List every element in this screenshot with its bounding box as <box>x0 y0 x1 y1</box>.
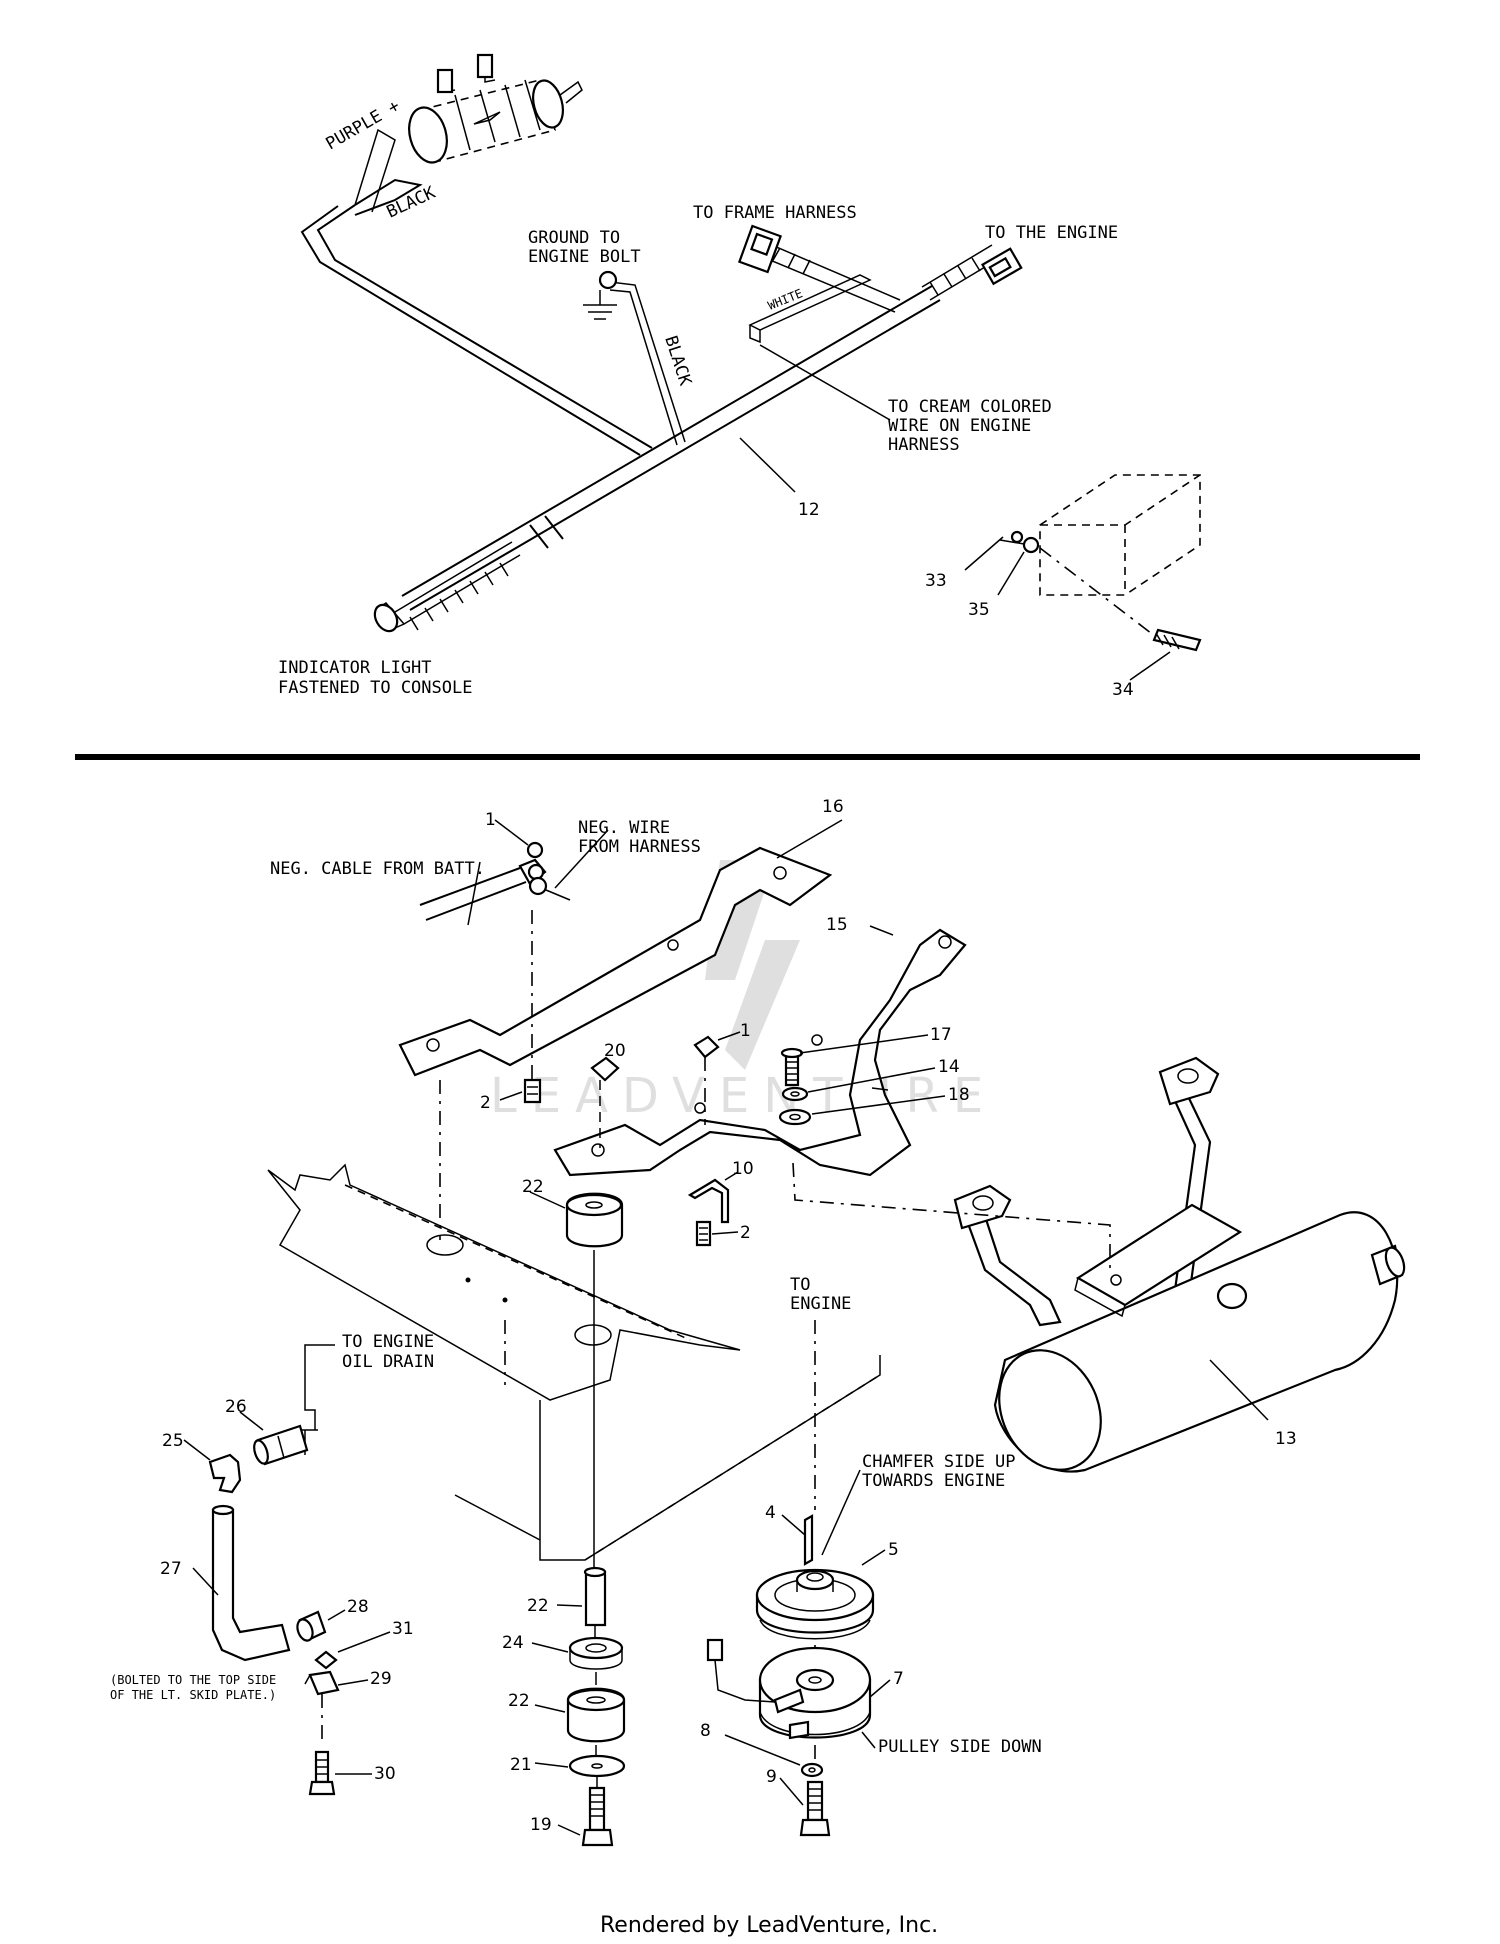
callout-12: 12 <box>798 500 820 520</box>
callout-35: 35 <box>968 600 990 620</box>
callout-22-mid: 22 <box>527 1596 549 1616</box>
callout-22-bottom: 22 <box>508 1691 530 1711</box>
callout-25: 25 <box>162 1431 184 1451</box>
callout-34: 34 <box>1112 680 1134 700</box>
callout-29: 29 <box>370 1669 392 1689</box>
clutch-pulley-assembly: TO ENGINE CHAMFER SIDE UP TOWARDS ENGINE… <box>700 1275 1042 1837</box>
indicator-light-connector <box>373 541 521 633</box>
pulley-side-label: PULLEY SIDE DOWN <box>878 1737 1042 1757</box>
ground-label-line-2: ENGINE BOLT <box>528 247 641 267</box>
neg-wire-label-line-1: NEG. WIRE <box>578 818 670 838</box>
bracket-16: 16 2 <box>398 797 844 1240</box>
callout-28: 28 <box>347 1597 369 1617</box>
cream-label-line-1: TO CREAM COLORED <box>888 397 1052 417</box>
oil-drain-label-line-2: OIL DRAIN <box>342 1352 434 1372</box>
callout-16: 16 <box>822 797 844 817</box>
cream-label-line-3: HARNESS <box>888 435 960 455</box>
neg-wire-label-line-2: FROM HARNESS <box>578 837 701 857</box>
to-engine-label-line-1: TO <box>790 1275 810 1295</box>
neg-cable-label: NEG. CABLE FROM BATT. <box>270 859 485 879</box>
ground-wire: BLACK <box>583 270 695 446</box>
footer-credit: Rendered by LeadVenture, Inc. <box>600 1913 938 1938</box>
inline-resistor <box>408 53 583 164</box>
to-engine-top-label: TO THE ENGINE <box>985 223 1118 243</box>
callout-10: 10 <box>732 1159 754 1179</box>
watermark-text: LEADVENTURE <box>490 1068 997 1124</box>
callout-30: 30 <box>374 1764 396 1784</box>
callout-15: 15 <box>826 915 848 935</box>
purple-wire-label: PURPLE + <box>323 96 404 154</box>
engine-connector <box>921 244 1023 301</box>
indicator-label-line-1: INDICATOR LIGHT <box>278 658 432 678</box>
callout-8: 8 <box>700 1721 711 1741</box>
callout-14: 14 <box>938 1057 960 1077</box>
bracket-15: 15 <box>553 915 967 1177</box>
muffler: 13 <box>792 1056 1406 1473</box>
callout-22-top: 22 <box>522 1177 544 1197</box>
oil-drain-label-line-1: TO ENGINE <box>342 1332 434 1352</box>
bracket-hardware: 20 1 17 14 18 10 2 <box>590 1021 970 1247</box>
callout-17: 17 <box>930 1025 952 1045</box>
callout-27: 27 <box>160 1559 182 1579</box>
callout-1-top: 1 <box>485 810 496 830</box>
callout-13: 13 <box>1275 1429 1297 1449</box>
callout-20: 20 <box>604 1041 626 1061</box>
oil-drain-assembly: TO ENGINE OIL DRAIN 26 25 27 28 31 29 <box>110 1332 434 1796</box>
callout-33: 33 <box>925 571 947 591</box>
chamfer-label-line-2: TOWARDS ENGINE <box>862 1471 1005 1491</box>
bolted-label-line-2: OF THE LT. SKID PLATE.) <box>110 1688 276 1702</box>
callout-5: 5 <box>888 1540 899 1560</box>
callout-7: 7 <box>893 1669 904 1689</box>
callout-24: 24 <box>502 1633 524 1653</box>
section-divider <box>75 754 1420 760</box>
callout-19: 19 <box>530 1815 552 1835</box>
callout-31: 31 <box>392 1619 414 1639</box>
chamfer-label-line-1: CHAMFER SIDE UP <box>862 1452 1016 1472</box>
frame-harness-label: TO FRAME HARNESS <box>693 203 857 223</box>
frame-harness-branch: WHITE <box>737 224 901 344</box>
callout-2-left: 2 <box>480 1093 491 1113</box>
callout-18: 18 <box>948 1085 970 1105</box>
frame-section <box>267 1163 881 1561</box>
isolator-mount-stack: 22 22 24 22 21 19 <box>502 1177 626 1847</box>
bolted-label-line-1: (BOLTED TO THE TOP SIDE <box>110 1673 276 1687</box>
mounting-box-hardware: 33 35 34 <box>925 474 1202 700</box>
watermark-logo: LEADVENTURE <box>490 860 997 1124</box>
callout-2-right: 2 <box>740 1223 751 1243</box>
callout-26: 26 <box>225 1397 247 1417</box>
battery-cable: 1 NEG. CABLE FROM BATT. NEG. WIRE FROM H… <box>270 810 701 926</box>
black-wire-top-label: BLACK <box>384 182 440 222</box>
callout-9: 9 <box>766 1767 777 1787</box>
callout-1-mid: 1 <box>740 1021 751 1041</box>
wire-harness-assembly: PURPLE + BLACK BLACK GROUND TO ENGINE BO… <box>278 53 1118 698</box>
callout-4: 4 <box>765 1503 776 1523</box>
indicator-label-line-2: FASTENED TO CONSOLE <box>278 678 472 698</box>
callout-21: 21 <box>510 1755 532 1775</box>
to-engine-label-line-2: ENGINE <box>790 1294 851 1314</box>
cream-label-line-2: WIRE ON ENGINE <box>888 416 1031 436</box>
ground-label-line-1: GROUND TO <box>528 228 620 248</box>
